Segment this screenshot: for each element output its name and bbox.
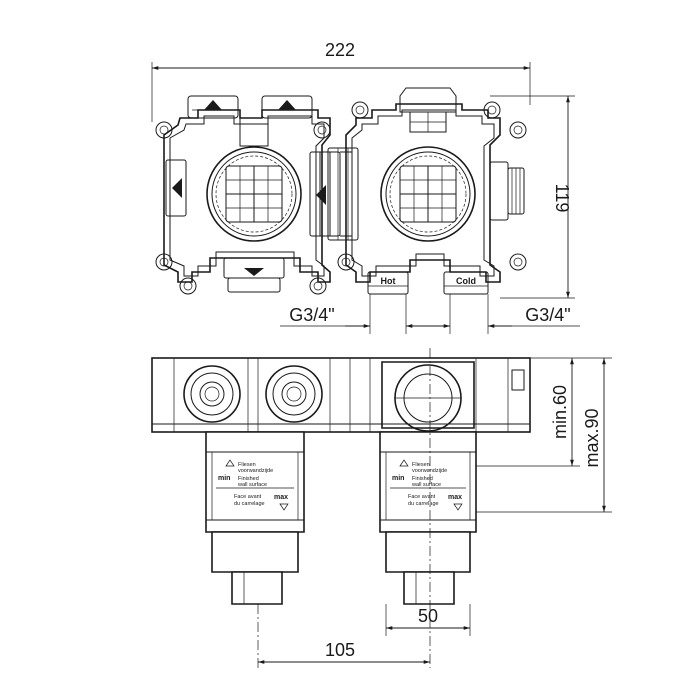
left-sleeve-face: Face avant bbox=[234, 494, 262, 500]
left-outlet-2 bbox=[265, 365, 323, 423]
min-depth-label: min.60 bbox=[550, 385, 570, 439]
left-sleeve-min: min bbox=[218, 475, 230, 482]
dimension-50-label: 50 bbox=[418, 606, 438, 626]
thread-right-label: G3/4" bbox=[525, 305, 570, 325]
top-view: 222 119 bbox=[151, 40, 580, 334]
dimension-222: 222 bbox=[151, 40, 531, 122]
depth-dimensions: min.60 max.90 bbox=[476, 357, 612, 513]
max-depth-label: max.90 bbox=[582, 408, 602, 467]
right-sleeve-min: min bbox=[392, 475, 404, 482]
thread-dimensions: G3/4" G3/4" bbox=[280, 294, 580, 334]
front-view: min Fliesen voorwandzijde Finished wall … bbox=[151, 348, 612, 668]
right-module-top: Hot Cold bbox=[337, 87, 527, 295]
right-sleeve-carrelage: du carrelage bbox=[408, 501, 439, 507]
left-sleeve-fliesen: Fliesen bbox=[238, 462, 256, 468]
dimension-105-label: 105 bbox=[325, 640, 355, 660]
middle-coupling bbox=[309, 147, 359, 241]
right-sleeve-voorwand: voorwandzijde bbox=[412, 468, 447, 474]
cold-port-label: Cold bbox=[456, 276, 476, 286]
right-sleeve: min Fliesen voorwandzijde Finished wall … bbox=[379, 431, 477, 605]
right-sleeve-fliesen: Fliesen bbox=[412, 462, 430, 468]
left-outlet-1 bbox=[183, 365, 241, 423]
left-sleeve: min Fliesen voorwandzijde Finished wall … bbox=[205, 431, 305, 605]
right-sleeve-finished: Finished bbox=[412, 476, 433, 482]
right-outlet bbox=[381, 361, 475, 432]
left-sleeve-carrelage: du carrelage bbox=[234, 501, 265, 507]
dimension-105: 105 bbox=[258, 640, 430, 664]
dimension-119-label: 119 bbox=[552, 184, 572, 213]
left-sleeve-finished: Finished bbox=[238, 476, 259, 482]
dimension-222-label: 222 bbox=[325, 40, 355, 60]
hot-port-label: Hot bbox=[381, 276, 396, 286]
right-sleeve-max: max bbox=[448, 494, 462, 501]
left-sleeve-voorwand: voorwandzijde bbox=[238, 468, 273, 474]
right-sleeve-face: Face avant bbox=[408, 494, 436, 500]
right-sleeve-wall: wall surface bbox=[411, 482, 441, 488]
valve-body bbox=[151, 357, 531, 433]
left-module-top bbox=[155, 95, 331, 295]
dimension-50: 50 bbox=[385, 604, 471, 636]
left-sleeve-max: max bbox=[274, 494, 288, 501]
left-sleeve-wall: wall surface bbox=[237, 482, 267, 488]
dimension-119: 119 bbox=[490, 95, 575, 299]
thread-left-label: G3/4" bbox=[289, 305, 334, 325]
